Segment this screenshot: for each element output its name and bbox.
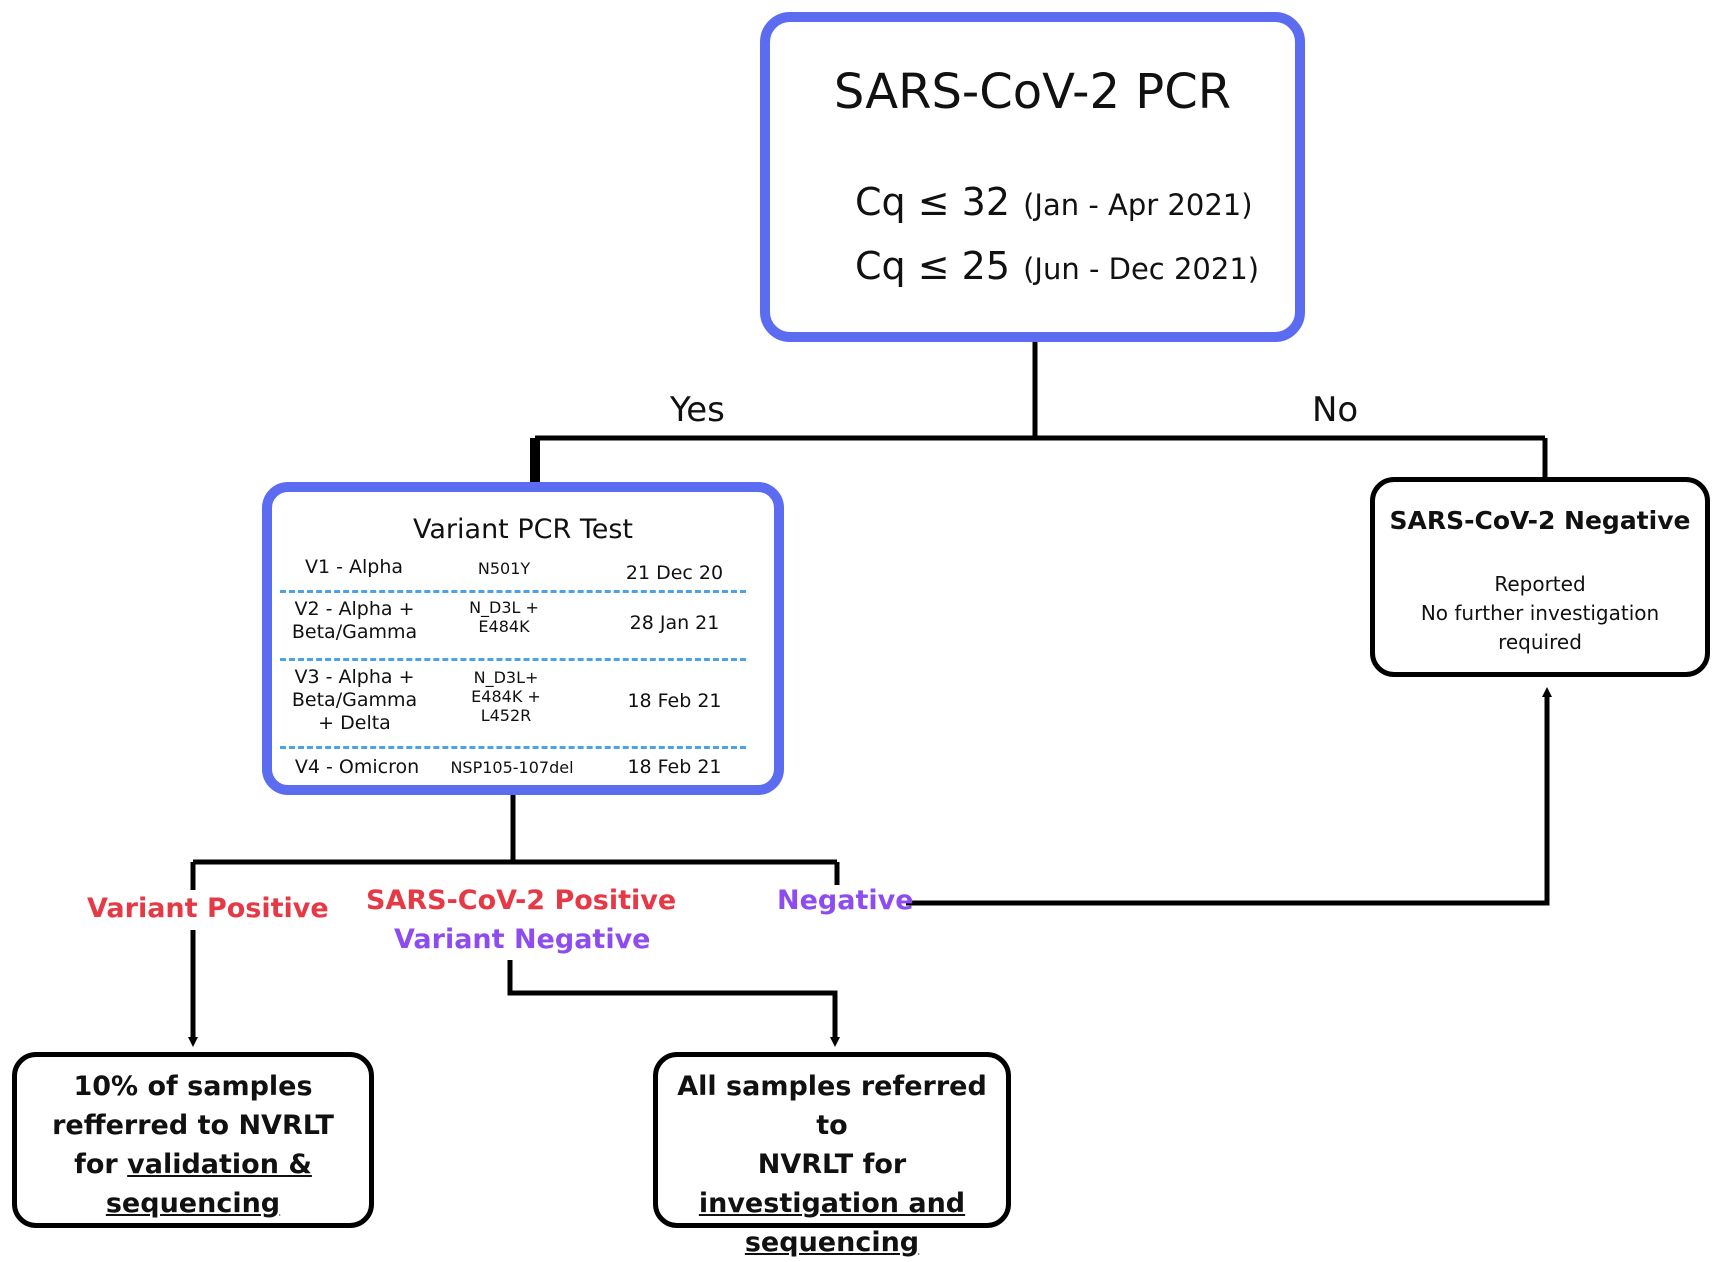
variant-negative-arrow bbox=[507, 960, 840, 1047]
negative-outcome-label: Negative bbox=[777, 885, 914, 916]
no-branch-label: No bbox=[1312, 390, 1359, 430]
variant-name: V4 - Omicron bbox=[294, 756, 420, 778]
cq-value: Cq ≤ 32 bbox=[855, 180, 1011, 224]
variant-name: V2 - Alpha + Beta/Gamma bbox=[291, 598, 418, 643]
cq-date-range: (Jun - Dec 2021) bbox=[1023, 252, 1260, 286]
cq-date-range: (Jan - Apr 2021) bbox=[1023, 188, 1253, 222]
variant-mutation: N_D3L + E484K bbox=[469, 598, 539, 637]
cq-criterion-2: Cq ≤ 25 (Jun - Dec 2021) bbox=[855, 244, 1259, 288]
sars-positive-label: SARS-CoV-2 Positive bbox=[366, 885, 677, 916]
row-divider bbox=[280, 590, 746, 593]
referral-text: All samples referred to NVRLT for invest… bbox=[658, 1067, 1006, 1262]
referral-line-underlined: validation & bbox=[127, 1149, 312, 1180]
referral-line: 10% of samples bbox=[73, 1071, 313, 1102]
referral-line-underlined: investigation and bbox=[698, 1188, 966, 1219]
referral-line-underlined: sequencing bbox=[105, 1188, 281, 1219]
row-divider bbox=[280, 658, 746, 661]
referral-box-investigation: All samples referred to NVRLT for invest… bbox=[653, 1052, 1011, 1258]
connector-lines bbox=[188, 340, 1552, 1047]
variant-name: V3 - Alpha + Beta/Gamma + Delta bbox=[291, 666, 418, 734]
referral-line-plain: for bbox=[74, 1149, 118, 1180]
negative-line: required bbox=[1498, 630, 1582, 654]
variant-date: 21 Dec 20 bbox=[625, 562, 724, 584]
negative-arrow bbox=[906, 687, 1552, 906]
referral-text: 10% of samples refferred to NVRLT for va… bbox=[17, 1067, 369, 1223]
variant-test-title: Variant PCR Test bbox=[413, 514, 633, 545]
variant-negative-label: Variant Negative bbox=[394, 924, 651, 955]
negative-line: Reported bbox=[1494, 572, 1586, 596]
negative-box-description: Reported No further investigation requir… bbox=[1375, 570, 1705, 657]
variant-name: V1 - Alpha bbox=[304, 556, 404, 578]
variant-date: 18 Feb 21 bbox=[627, 690, 722, 712]
row-divider bbox=[280, 746, 746, 749]
yes-branch-label: Yes bbox=[670, 390, 725, 430]
variant-pcr-test-box: Variant PCR Test V1 - Alpha N501Y 21 Dec… bbox=[262, 482, 784, 795]
cq-criterion-1: Cq ≤ 32 (Jan - Apr 2021) bbox=[855, 180, 1253, 224]
referral-line: refferred to NVRLT bbox=[52, 1110, 334, 1141]
referral-line-underlined: sequencing bbox=[744, 1227, 920, 1258]
pcr-criteria-box: SARS-CoV-2 PCR Cq ≤ 32 (Jan - Apr 2021) … bbox=[760, 12, 1305, 342]
cq-value: Cq ≤ 25 bbox=[855, 244, 1011, 288]
sars-negative-box: SARS-CoV-2 Negative Reported No further … bbox=[1370, 477, 1710, 677]
referral-line: for validation & bbox=[17, 1145, 369, 1184]
variant-mutation: N501Y bbox=[477, 559, 531, 578]
negative-box-title: SARS-CoV-2 Negative bbox=[1389, 506, 1691, 535]
variant-positive-label: Variant Positive bbox=[87, 893, 329, 924]
referral-box-validation: 10% of samples refferred to NVRLT for va… bbox=[12, 1052, 374, 1228]
referral-line: NVRLT for bbox=[757, 1149, 907, 1180]
variant-mutation: N_D3L+ E484K + L452R bbox=[471, 668, 541, 726]
variant-date: 28 Jan 21 bbox=[629, 612, 720, 634]
variant-date: 18 Feb 21 bbox=[627, 756, 722, 778]
negative-line: No further investigation bbox=[1420, 601, 1660, 625]
variant-mutation: NSP105-107del bbox=[450, 758, 574, 777]
pcr-title: SARS-CoV-2 PCR bbox=[833, 64, 1232, 120]
referral-line: All samples referred to bbox=[677, 1071, 987, 1141]
